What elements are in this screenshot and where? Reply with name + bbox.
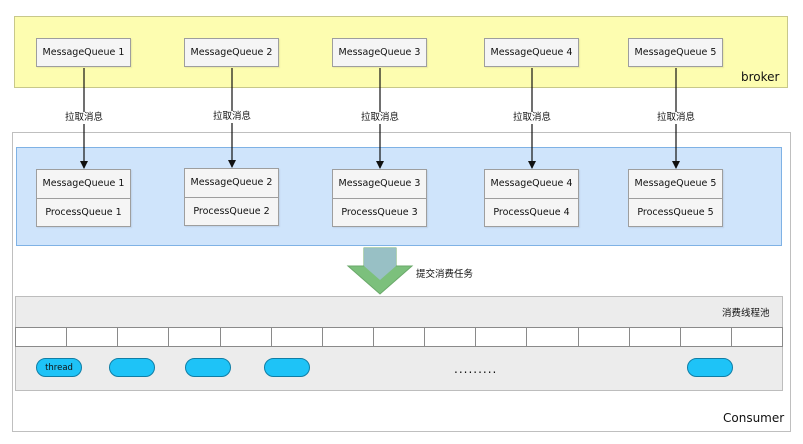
task-slot: [527, 328, 579, 346]
consumer-queue-pair-1: MessageQueue 1 ProcessQueue 1: [36, 169, 131, 227]
consumer-queue-pair-4: MessageQueue 4 ProcessQueue 4: [484, 169, 579, 227]
thread-1: thread: [36, 358, 82, 377]
process-queue-5: ProcessQueue 5: [629, 197, 722, 227]
pull-label-5: 拉取消息: [654, 112, 698, 124]
task-slot: [425, 328, 477, 346]
consumer-queue-pair-5: MessageQueue 5 ProcessQueue 5: [628, 169, 723, 227]
task-slot: [118, 328, 170, 346]
consumer-message-queue-1: MessageQueue 1: [42, 178, 125, 190]
thread-ellipsis: .........: [454, 362, 498, 376]
thread-5: [687, 358, 733, 377]
task-slot: [221, 328, 272, 346]
submit-task-label: 提交消费任务: [416, 269, 474, 280]
task-queue-slots: [15, 327, 783, 347]
thread-pool-label: 消费线程池: [722, 308, 770, 319]
consumer-queue-pair-3: MessageQueue 3 ProcessQueue 3: [332, 169, 427, 227]
broker-message-queue-3: MessageQueue 3: [332, 38, 427, 67]
pull-label-3: 拉取消息: [358, 112, 402, 124]
process-queue-2: ProcessQueue 2: [185, 196, 278, 226]
broker-message-queue-2: MessageQueue 2: [184, 38, 279, 67]
task-slot: [681, 328, 732, 346]
pull-label-2: 拉取消息: [210, 111, 254, 123]
thread-3: [185, 358, 231, 377]
task-slot: [67, 328, 119, 346]
pull-label-1: 拉取消息: [62, 112, 106, 124]
task-slot: [374, 328, 426, 346]
broker-label: broker: [741, 70, 780, 84]
task-slot: [579, 328, 630, 346]
broker-message-queue-4: MessageQueue 4: [484, 38, 579, 67]
process-queue-3: ProcessQueue 3: [333, 197, 426, 227]
thread-2: [109, 358, 155, 377]
consumer-label: Consumer: [723, 411, 785, 425]
task-slot: [732, 328, 782, 346]
task-slot: [630, 328, 681, 346]
task-slot: [323, 328, 374, 346]
thread-4: [264, 358, 310, 377]
task-slot: [272, 328, 323, 346]
broker-message-queue-1: MessageQueue 1: [36, 38, 131, 67]
submit-task-arrow-inner: [364, 248, 396, 280]
task-slot: [16, 328, 68, 346]
process-queue-1: ProcessQueue 1: [37, 197, 130, 227]
consumer-message-queue-3: MessageQueue 3: [338, 178, 421, 190]
task-slot: [476, 328, 528, 346]
consumer-message-queue-5: MessageQueue 5: [634, 178, 717, 190]
task-slot: [169, 328, 221, 346]
consumer-message-queue-4: MessageQueue 4: [490, 178, 573, 190]
consumer-queue-pair-2: MessageQueue 2 ProcessQueue 2: [184, 168, 279, 226]
pull-label-4: 拉取消息: [510, 112, 554, 124]
consumer-message-queue-2: MessageQueue 2: [190, 177, 273, 189]
process-queue-4: ProcessQueue 4: [485, 197, 578, 227]
broker-message-queue-5: MessageQueue 5: [628, 38, 723, 67]
